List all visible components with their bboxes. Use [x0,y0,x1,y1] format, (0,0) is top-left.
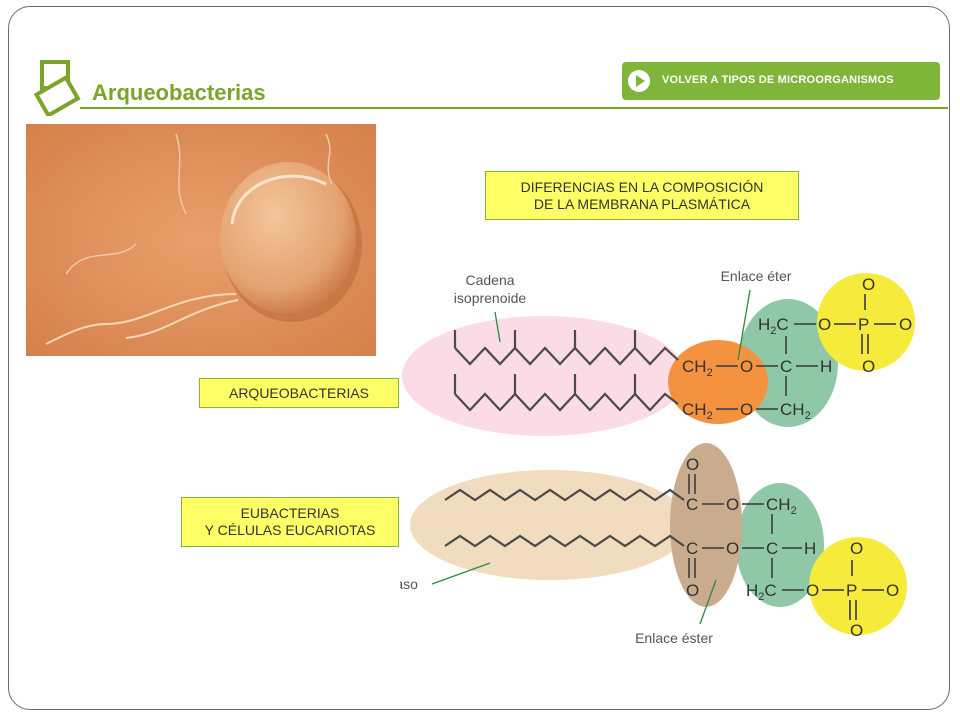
isoprenoid-chains [453,330,679,412]
svg-text:O: O [862,357,875,376]
archaea-label-box: ARQUEOBACTERIAS [199,378,399,408]
fatty-acid-label: Ácido graso [400,576,418,592]
svg-text:O: O [740,357,753,376]
membrane-lipid-diagram: CH2 O C H CH2 O CH2 H2C O P O O O O C O … [400,268,915,646]
phosphate-circle-top [817,273,915,371]
heading-line-2: DE LA MEMBRANA PLASMÁTICA [533,196,751,212]
svg-text:C: C [780,357,792,376]
svg-text:O: O [806,581,819,600]
play-arrow-icon [628,70,650,92]
archaea-micrograph-image [26,124,376,356]
membrane-differences-heading: DIFERENCIAS EN LA COMPOSICIÓN DE LA MEMB… [485,171,799,220]
ester-bond-label: Enlace éster [635,630,713,646]
phosphate-circle-bottom [809,537,907,635]
svg-text:O: O [686,455,699,474]
ester-brown-oval [670,443,742,607]
fatty-acid-oval [410,470,690,580]
svg-text:P: P [858,315,869,334]
svg-text:C: C [766,539,778,558]
svg-text:CH2: CH2 [766,495,797,517]
svg-text:C: C [686,495,698,514]
svg-text:CH2: CH2 [682,357,713,379]
page-title: Arqueobacterias [92,80,266,105]
svg-text:O: O [850,539,863,558]
svg-text:H: H [820,357,832,376]
svg-text:H2C: H2C [758,315,789,337]
logo-icon [34,60,81,116]
isoprenoid-oval [402,316,686,436]
svg-text:O: O [726,495,739,514]
svg-text:CH2: CH2 [682,400,713,422]
archaea-glycerol-atoms: CH2 O C H CH2 O CH2 H2C O P O O O [682,275,912,422]
svg-text:O: O [886,581,899,600]
svg-text:O: O [899,315,912,334]
slide-frame [8,6,950,710]
svg-text:P: P [846,581,857,600]
ether-bond-label: Enlace éter [721,268,792,284]
svg-text:O: O [862,275,875,294]
fatty-acid-chains [444,488,685,548]
back-to-microorganisms-button[interactable]: VOLVER A TIPOS DE MICROORGANISMOS [622,62,940,100]
isoprenoid-label-line-2: isoprenoide [454,290,527,306]
archaea-label: ARQUEOBACTERIAS [228,385,370,401]
svg-text:O: O [850,621,863,640]
svg-text:C: C [686,539,698,558]
svg-text:CH2: CH2 [780,400,811,422]
eubacteria-glycerol-atoms: O C O CH2 C O C H O H2C O P O O O [686,455,899,640]
svg-text:O: O [818,315,831,334]
isoprenoid-label-line-1: Cadena [465,272,514,288]
eubacteria-line-1: EUBACTERIAS [240,505,340,521]
eubacteria-line-2: Y CÉLULAS EUCARIOTAS [204,522,376,538]
svg-text:O: O [686,581,699,600]
heading-line-1: DIFERENCIAS EN LA COMPOSICIÓN [520,179,764,195]
back-button-label: VOLVER A TIPOS DE MICROORGANISMOS [662,74,894,86]
glycerol-teal-oval-2 [736,483,824,607]
svg-text:H2C: H2C [746,581,777,603]
svg-text:O: O [726,539,739,558]
svg-text:H: H [804,539,816,558]
eubacteria-label-box: EUBACTERIAS Y CÉLULAS EUCARIOTAS [181,497,399,547]
title-underline [80,107,948,109]
svg-text:O: O [740,400,753,419]
ether-orange-oval [668,340,768,424]
